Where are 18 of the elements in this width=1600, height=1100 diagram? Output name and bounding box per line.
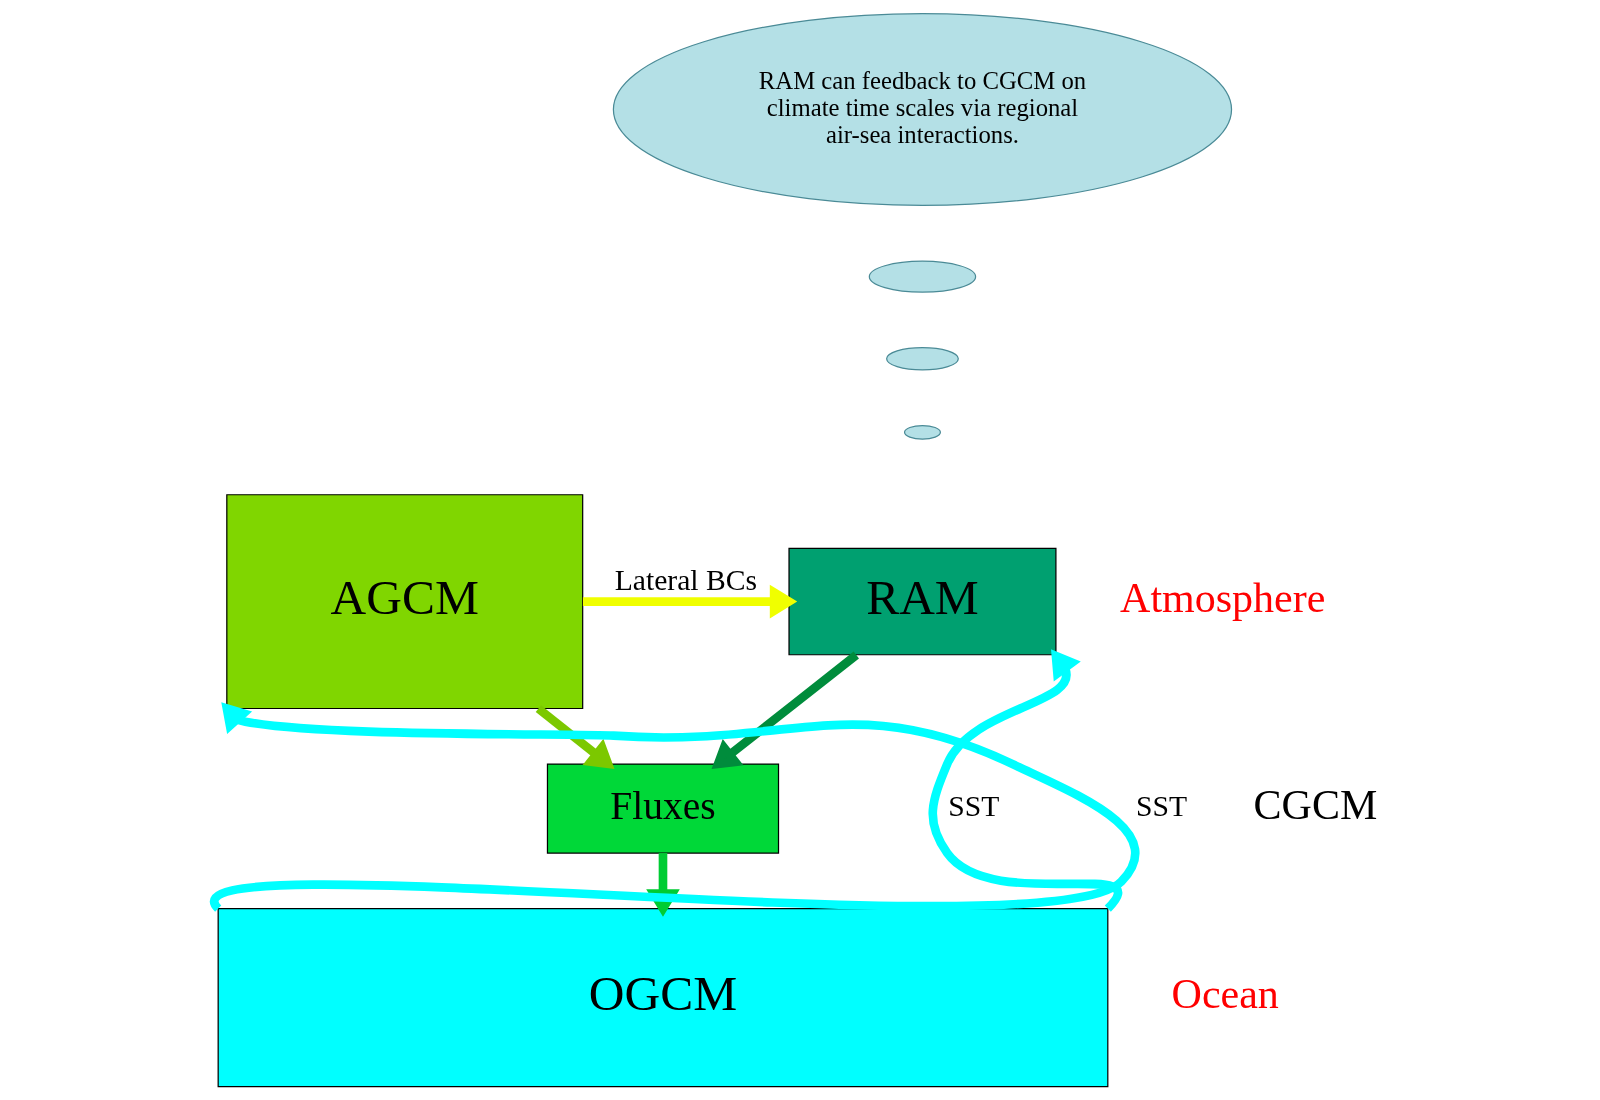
edge-label: SST bbox=[947, 790, 999, 823]
node-ellipse bbox=[868, 260, 976, 293]
label: CGCM bbox=[1253, 782, 1377, 829]
node-ellipse bbox=[885, 347, 959, 371]
arrow bbox=[711, 651, 859, 770]
arrow bbox=[535, 705, 614, 769]
arrow bbox=[582, 584, 797, 619]
label: Ocean bbox=[1171, 971, 1279, 1018]
node-ellipse: RAM can feedback to CGCM on climate time scales via regional air-sea interactions. bbox=[612, 13, 1232, 206]
node-box: RAM bbox=[787, 547, 1057, 656]
label: Atmosphere bbox=[1119, 575, 1325, 622]
arrow bbox=[928, 649, 1122, 912]
node-box: OGCM bbox=[217, 908, 1108, 1088]
node-box: Fluxes bbox=[546, 763, 779, 854]
edge-label: Lateral BCs bbox=[614, 563, 757, 596]
edge-label: SST bbox=[1135, 790, 1187, 823]
node-box: AGCM bbox=[225, 494, 583, 710]
node-ellipse bbox=[903, 424, 941, 440]
